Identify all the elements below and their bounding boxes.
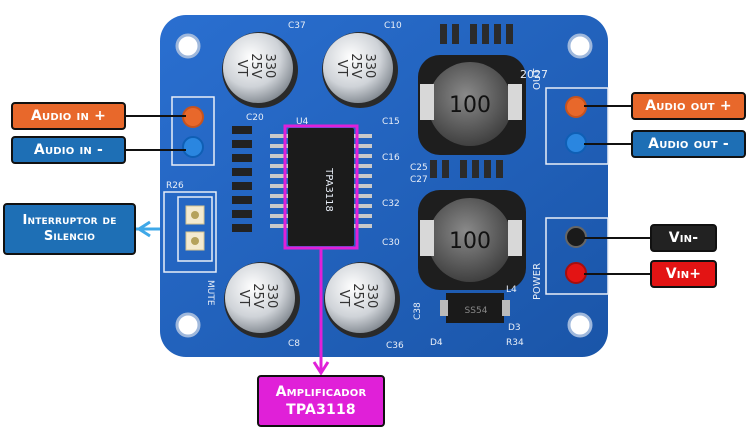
cap-series-text: VT: [234, 60, 249, 77]
vin-positive-text: Vin+: [665, 266, 702, 282]
silk-c15: C15: [382, 117, 400, 127]
silk-power: POWER: [532, 263, 543, 300]
silk-c8: C8: [288, 339, 300, 349]
mute-switch-text-line1: Interruptor de: [22, 213, 117, 228]
silk-out: OUT: [532, 68, 543, 90]
silk-l4: L4: [506, 285, 517, 295]
silkscreen: 2027 OUT POWER MUTE R26 C37 C10 C8 C36 U…: [166, 21, 548, 351]
silk-c10: C10: [384, 21, 402, 31]
cap-value-text: 330: [362, 54, 377, 79]
silk-year: 2027: [520, 68, 548, 81]
capacitor-bottom-right: 330 25V VT: [324, 262, 400, 338]
mute-switch-header: [163, 191, 217, 273]
silk-c25: C25: [410, 163, 428, 173]
audio-out-negative-text: Audio out -: [648, 136, 729, 152]
vin-negative-text: Vin-: [668, 230, 699, 246]
silk-c16: C16: [382, 153, 400, 163]
silk-c27: C27: [410, 175, 428, 185]
inductor-value-text: 100: [449, 93, 491, 118]
audio-out-positive-text: Audio out +: [645, 98, 732, 114]
callout-lines: [126, 105, 650, 376]
amplifier-text-line2: TPA3118: [286, 402, 356, 418]
audio-out-positive-label: Audio out +: [631, 92, 746, 120]
inductor-bottom: 100: [418, 190, 526, 290]
audio-in-positive-label: Audio in +: [11, 102, 126, 130]
capacitor-bottom-left: 330 25V VT: [224, 262, 300, 338]
cap-voltage-text: 25V: [248, 53, 263, 79]
cap-voltage-text: 25V: [348, 53, 363, 79]
silk-u4: U4: [296, 117, 309, 127]
mute-switch-label: Interruptor de Silencio: [3, 203, 136, 255]
inductor-value-text: 100: [449, 229, 491, 254]
capacitor-top-right: 330 25V VT: [322, 32, 398, 108]
diode: SS54: [440, 293, 510, 323]
cap-value-text: 330: [364, 284, 379, 309]
svg-text:330 25V VT: 330 25V VT: [236, 283, 279, 313]
silk-c32: C32: [382, 199, 400, 209]
cap-series-text: VT: [336, 290, 351, 307]
svg-text:330 25V VT: 330 25V VT: [234, 53, 277, 83]
mounting-holes: [175, 33, 593, 338]
amplifier-text-line1: Amplificador: [275, 384, 367, 400]
smd-components-top: [430, 24, 513, 178]
cap-value-text: 330: [264, 284, 279, 309]
audio-out-negative-label: Audio out -: [631, 130, 746, 158]
diode-marking: SS54: [465, 306, 488, 316]
svg-text:330 25V VT: 330 25V VT: [334, 53, 377, 83]
mute-switch-text-line2: Silencio: [43, 229, 96, 244]
chip-marking: TPA3118: [323, 167, 334, 212]
silk-c20: C20: [246, 113, 264, 123]
silk-c30: C30: [382, 238, 400, 248]
tpa3118-chip: TPA3118: [270, 124, 372, 250]
cap-value-text: 330: [262, 54, 277, 79]
silk-c37: C37: [288, 21, 306, 31]
svg-text:330 25V VT: 330 25V VT: [336, 283, 379, 313]
silk-d4: D4: [430, 338, 443, 348]
smd-components-left: [232, 126, 252, 232]
audio-in-negative-text: Audio in -: [33, 142, 104, 158]
audio-input-header: [171, 96, 215, 166]
inductor-top: 100: [418, 55, 526, 155]
cap-voltage-text: 25V: [350, 283, 365, 309]
capacitor-top-left: 330 25V VT: [222, 32, 298, 108]
vin-positive-label: Vin+: [650, 260, 717, 288]
vin-negative-label: Vin-: [650, 224, 717, 252]
silk-r26: R26: [166, 181, 184, 191]
silk-c36: C36: [386, 341, 404, 351]
silk-r34: R34: [506, 338, 524, 348]
amplifier-label: Amplificador TPA3118: [257, 375, 385, 427]
silk-d3: D3: [508, 323, 521, 333]
audio-output-pads: [545, 87, 609, 165]
cap-series-text: VT: [236, 290, 251, 307]
silk-c38: C38: [413, 302, 423, 320]
cap-voltage-text: 25V: [250, 283, 265, 309]
power-pads: [545, 217, 609, 295]
cap-series-text: VT: [334, 60, 349, 77]
audio-in-positive-text: Audio in +: [30, 108, 107, 124]
silk-mute: MUTE: [205, 280, 215, 306]
audio-in-negative-label: Audio in -: [11, 136, 126, 164]
